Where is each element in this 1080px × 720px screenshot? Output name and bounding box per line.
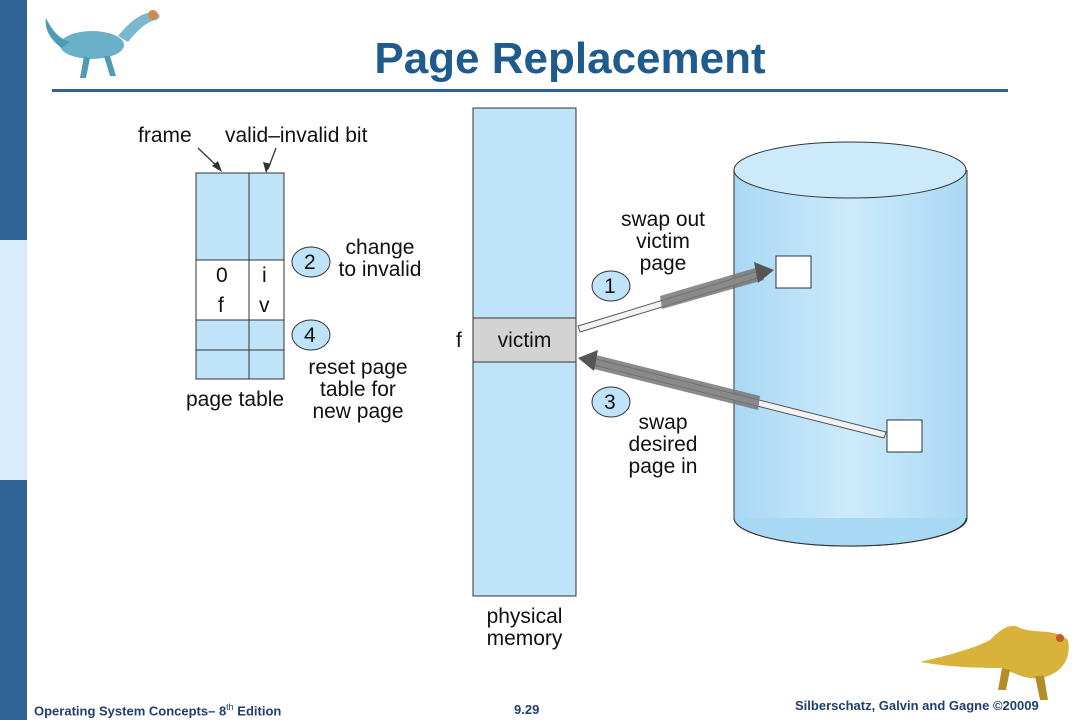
page-table bbox=[195, 172, 285, 380]
label-pointer-frame bbox=[197, 147, 222, 172]
valid-invalid-bit-label: valid–invalid bit bbox=[225, 124, 368, 147]
physical-memory bbox=[472, 107, 577, 597]
backing-store-disk bbox=[733, 141, 968, 547]
footer-authors: Silberschatz, Galvin and Gagne ©20009 bbox=[795, 698, 1039, 713]
frame-f-label: f bbox=[456, 329, 462, 352]
step-3-circle bbox=[591, 386, 631, 418]
left-accent-bar-highlight bbox=[0, 240, 27, 480]
slide-number: 9.29 bbox=[514, 702, 540, 717]
footer-book-title-sup: th bbox=[226, 702, 234, 712]
step-1-number: 1 bbox=[604, 275, 616, 298]
swap-in-arrow bbox=[578, 350, 887, 439]
new-entry-frame: f bbox=[218, 294, 224, 317]
footer-book-title-tail: Edition bbox=[233, 703, 282, 719]
dinosaur-logo-icon bbox=[45, 10, 160, 78]
step-4-number: 4 bbox=[304, 324, 316, 347]
victim-entry-bit: i bbox=[262, 264, 267, 287]
footer-book-title-main: Operating System Concepts– 8 bbox=[34, 703, 227, 719]
swapped-out-page-slot bbox=[775, 255, 812, 289]
label-pointer-valid-bit bbox=[263, 147, 277, 173]
victim-label: victim bbox=[497, 329, 552, 352]
step-2-circle bbox=[291, 246, 331, 278]
title-underline bbox=[52, 89, 1008, 92]
victim-entry-frame: 0 bbox=[216, 264, 228, 287]
step-2-text: change to invalid bbox=[338, 236, 422, 281]
desired-page-slot bbox=[886, 419, 923, 453]
step-3-text: swap desired page in bbox=[628, 411, 698, 478]
step-4-text: reset page table for new page bbox=[308, 356, 408, 423]
footer-book-title: Operating System Concepts– 8th Edition bbox=[34, 702, 281, 718]
new-entry-bit: v bbox=[259, 294, 270, 317]
physical-memory-label: physical memory bbox=[486, 605, 563, 650]
step-4-circle bbox=[291, 319, 331, 351]
slide-title: Page Replacement bbox=[374, 34, 766, 83]
frame-label: frame bbox=[138, 124, 192, 147]
dinosaur-footer-icon bbox=[920, 625, 1069, 700]
step-1-circle bbox=[591, 270, 631, 302]
step-2-number: 2 bbox=[304, 251, 316, 274]
step-1-text: swap out victim page bbox=[620, 208, 706, 275]
page-table-label: page table bbox=[186, 388, 285, 411]
step-3-number: 3 bbox=[604, 391, 616, 414]
swap-out-arrow bbox=[577, 262, 774, 333]
